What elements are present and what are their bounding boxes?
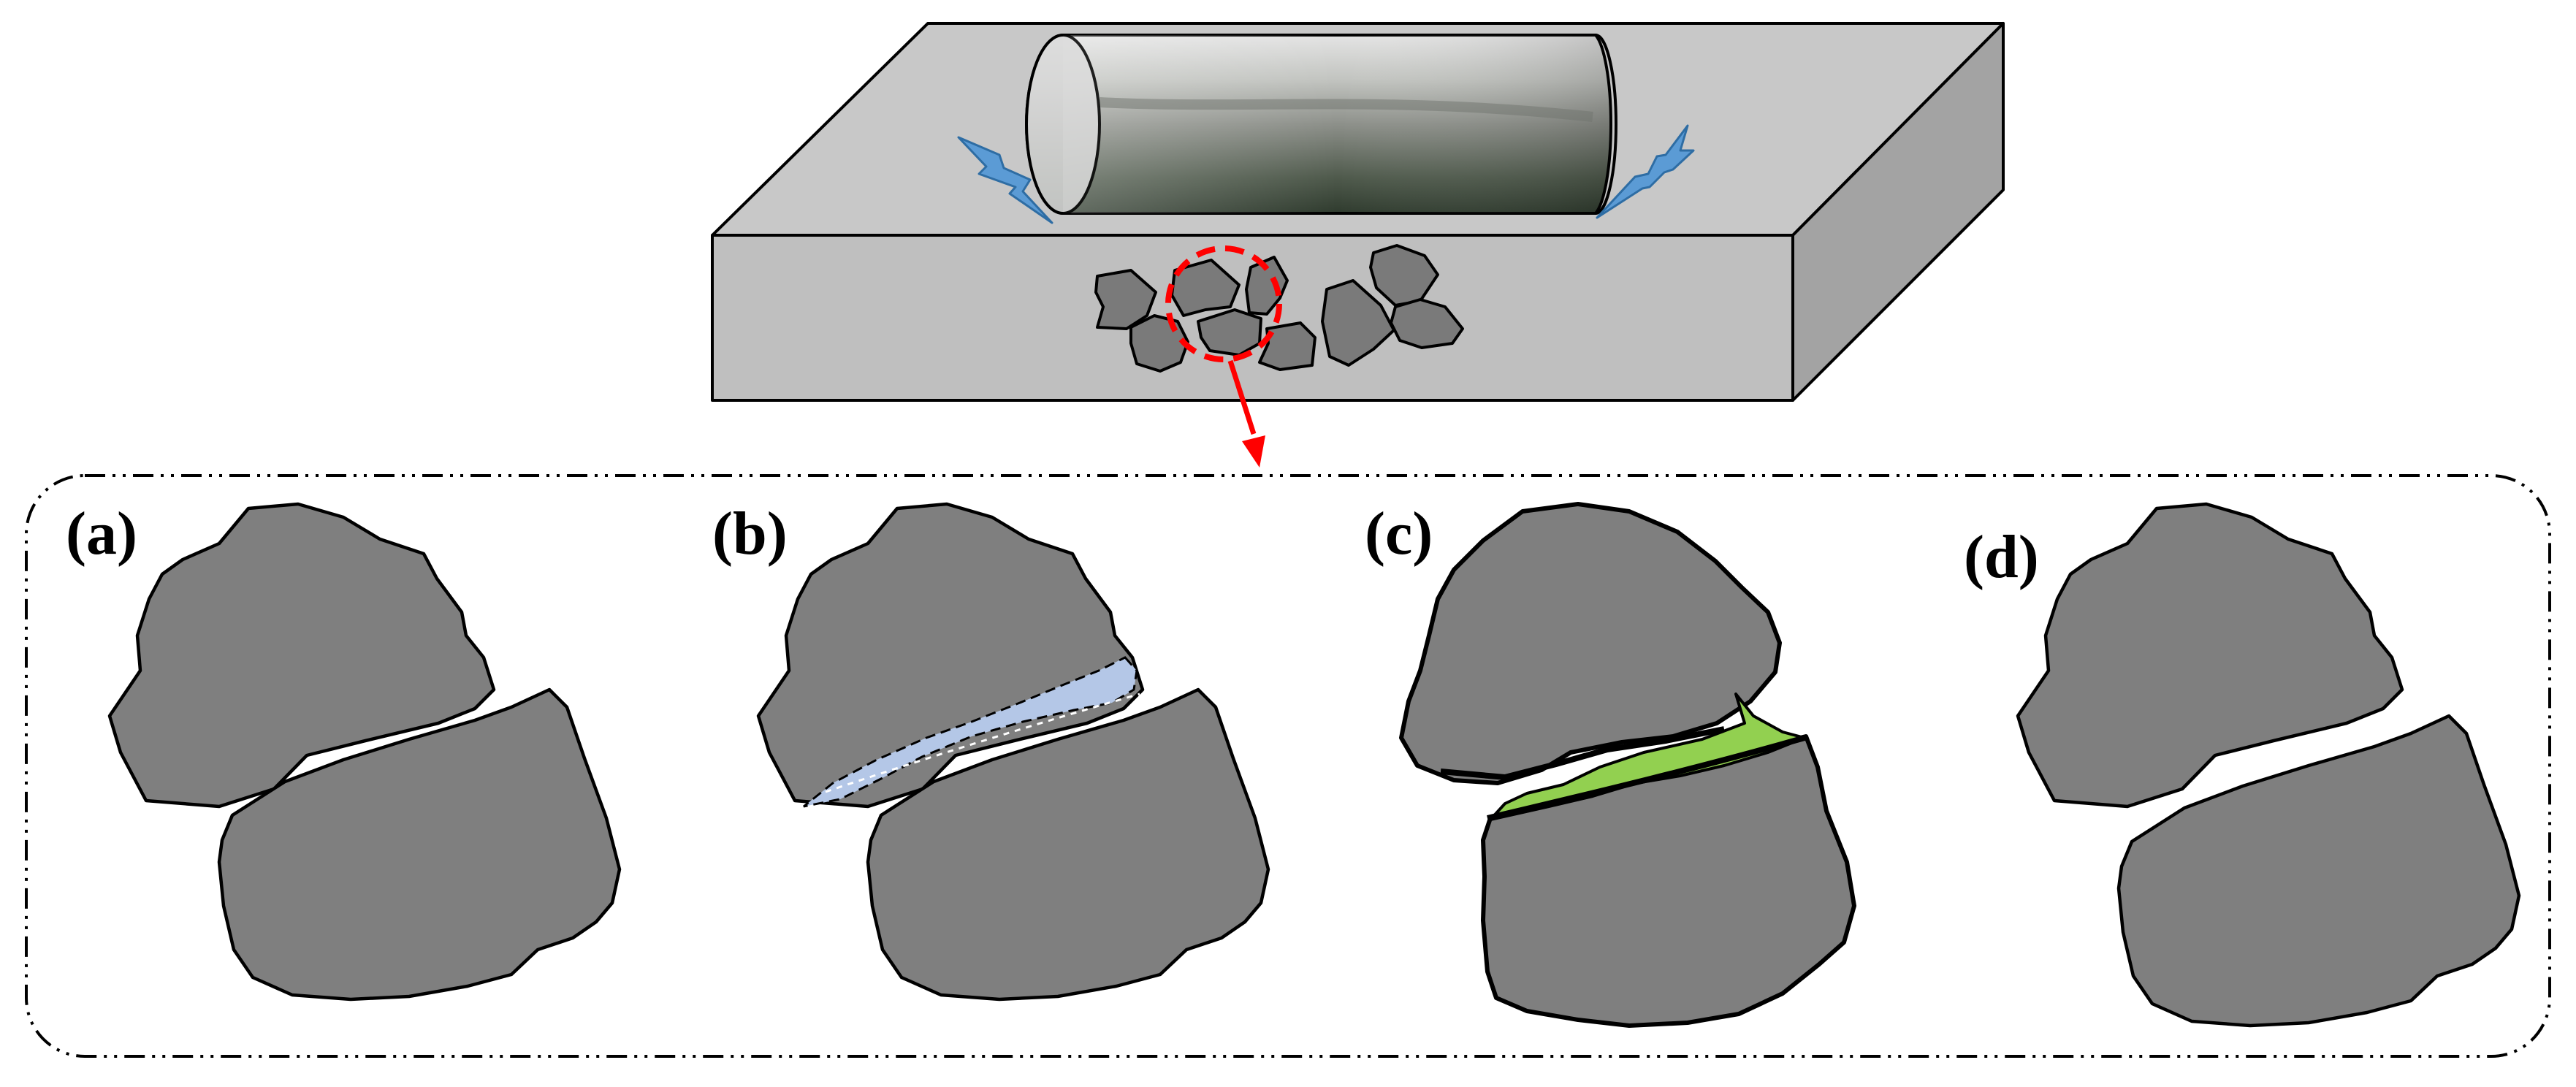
- aggregate-particle: [1399, 502, 1782, 785]
- lightning-bolt-icon: [957, 136, 1053, 224]
- panel-label-d: (d): [1964, 523, 2039, 591]
- aggregate-particle: [866, 687, 1270, 1002]
- panel-label-c: (c): [1365, 500, 1433, 568]
- detail-frame: [25, 474, 2551, 1058]
- lightning-bolt-icon: [1596, 124, 1695, 219]
- highlight-circle: [1165, 245, 1282, 362]
- panel-label-b: (b): [712, 500, 788, 568]
- pointer-arrow: [1227, 359, 1257, 435]
- aggregate-particle: [1094, 269, 1157, 330]
- panel-c: (c): [1365, 500, 1856, 1028]
- aggregate-particle: [1170, 259, 1241, 317]
- aggregate-particle: [1129, 314, 1189, 373]
- panel-d: (d): [1964, 502, 2521, 1028]
- aggregate-particle: [756, 502, 1145, 809]
- aggregate-particle: [107, 502, 496, 809]
- cylinder-end-face: [1025, 34, 1101, 215]
- aggregate-particle: [1245, 256, 1289, 316]
- aggregate-particle: [1481, 734, 1856, 1028]
- aggregate-particle: [1321, 279, 1395, 367]
- panel-a: (a): [66, 500, 622, 1002]
- aggregate-particle: [217, 687, 622, 1002]
- aggregate-particle: [2116, 714, 2521, 1028]
- aggregate-particle: [1258, 321, 1316, 371]
- aggregate-particle: [1197, 308, 1262, 356]
- cylinder-roller: [1025, 34, 1617, 215]
- interfacial-layer: [803, 656, 1138, 808]
- panel-b: (b): [712, 500, 1270, 1002]
- panel-label-a: (a): [66, 500, 137, 568]
- pointer-arrowhead: [1242, 435, 1265, 468]
- aggregate-particle: [1390, 298, 1464, 349]
- aggregate-particle: [2016, 502, 2404, 809]
